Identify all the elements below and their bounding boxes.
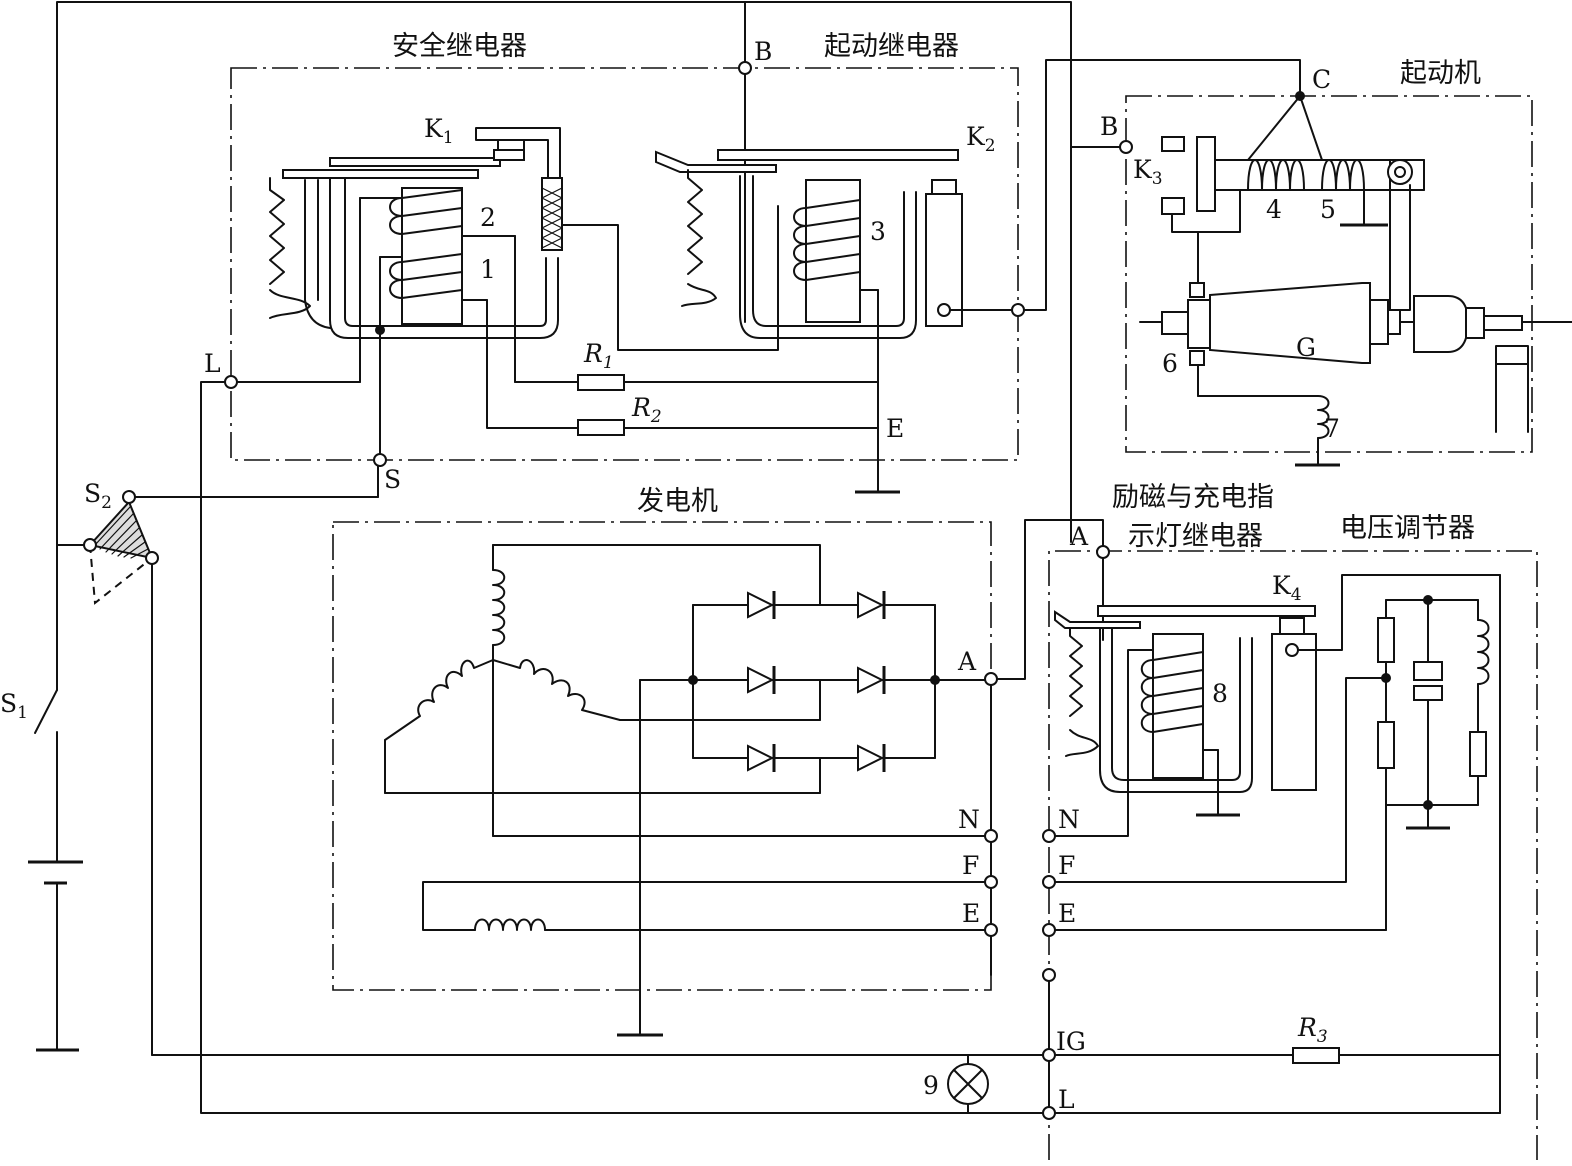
number-1: 1 bbox=[480, 255, 496, 284]
label-e-relay: E bbox=[886, 414, 904, 443]
label-k1: K1 bbox=[424, 114, 454, 148]
labels: B K1 K2 B C K3 L S E R1 R2 S2 S1 G A A K… bbox=[0, 37, 1331, 1114]
number-5: 5 bbox=[1320, 195, 1336, 224]
start-relay-title: 起动继电器 bbox=[824, 31, 959, 62]
voltage-regulator bbox=[1048, 599, 1490, 1064]
charge-relay-regulator-box bbox=[1048, 550, 1538, 1160]
label-r1: R1 bbox=[583, 339, 614, 373]
generator-title: 发电机 bbox=[637, 486, 718, 517]
stator-winding-b bbox=[384, 659, 494, 741]
field-winding bbox=[474, 918, 546, 931]
safety-relay bbox=[230, 127, 779, 456]
number-4: 4 bbox=[1266, 195, 1282, 224]
coil-5 bbox=[1321, 159, 1365, 191]
label-g: G bbox=[1296, 333, 1316, 362]
charge-indicator-lamp bbox=[947, 1054, 989, 1114]
regulator-title: 电压调节器 bbox=[1340, 513, 1475, 544]
label-s: S bbox=[384, 465, 401, 494]
label-k3: K3 bbox=[1133, 155, 1163, 189]
label-a-gen: A bbox=[957, 647, 977, 676]
safety-start-relay-box bbox=[230, 67, 1019, 461]
number-8: 8 bbox=[1212, 679, 1228, 708]
label-b-top: B bbox=[754, 37, 772, 66]
stator-winding-c bbox=[492, 659, 621, 721]
rectifier-bridge bbox=[617, 591, 992, 1037]
label-b-starter: B bbox=[1100, 112, 1118, 141]
label-r2: R2 bbox=[631, 393, 662, 427]
starter-motor bbox=[1139, 95, 1572, 467]
number-9: 9 bbox=[923, 1071, 939, 1100]
label-n-relay: N bbox=[1058, 805, 1080, 834]
wires bbox=[28, 1, 1501, 1114]
starter-title: 起动机 bbox=[1400, 58, 1481, 89]
label-r3: R3 bbox=[1297, 1013, 1328, 1047]
coil-1 bbox=[389, 253, 463, 299]
label-k2: K2 bbox=[966, 122, 996, 156]
number-3: 3 bbox=[870, 217, 886, 246]
safety-relay-spring bbox=[269, 177, 285, 285]
generator-box bbox=[332, 521, 992, 991]
charge-relay-title-line2: 示灯继电器 bbox=[1128, 521, 1263, 552]
generator bbox=[384, 544, 992, 1037]
label-ig: IG bbox=[1056, 1027, 1086, 1056]
start-relay bbox=[577, 149, 1013, 494]
coil-3 bbox=[793, 199, 861, 281]
label-s2: S2 bbox=[84, 479, 112, 513]
zener-diode bbox=[1413, 661, 1443, 681]
label-a-relay: A bbox=[1069, 522, 1089, 551]
label-s1: S1 bbox=[0, 689, 28, 723]
enclosures bbox=[230, 67, 1538, 1160]
safety-relay-title: 安全继电器 bbox=[392, 31, 527, 62]
regulator-coil bbox=[1477, 619, 1490, 685]
titles: 安全继电器 起动继电器 起动机 发电机 励磁与充电指 示灯继电器 电压调节器 bbox=[392, 31, 1481, 552]
resistor-r2 bbox=[577, 419, 625, 436]
coil-4 bbox=[1247, 159, 1305, 191]
label-n-gen: N bbox=[958, 805, 980, 834]
coil-7 bbox=[1317, 395, 1330, 439]
label-l-left: L bbox=[204, 349, 221, 378]
stator-winding-a bbox=[492, 569, 506, 646]
label-c: C bbox=[1312, 65, 1331, 94]
coil-2 bbox=[389, 189, 463, 235]
charge-relay-title-line1: 励磁与充电指 bbox=[1112, 482, 1274, 513]
number-6: 6 bbox=[1162, 349, 1178, 378]
coil-8 bbox=[1140, 651, 1204, 733]
resistor-r1 bbox=[577, 374, 625, 391]
component-numbers: 1 2 3 4 5 6 7 8 9 bbox=[480, 195, 1340, 1100]
resistor-r3 bbox=[1292, 1047, 1340, 1064]
label-e-relay-term: E bbox=[1058, 899, 1076, 928]
number-2: 2 bbox=[480, 203, 496, 232]
charge-indicator-relay bbox=[1048, 551, 1501, 837]
label-f-relay: F bbox=[1058, 851, 1075, 880]
nodes bbox=[224, 61, 1433, 1120]
label-k4: K4 bbox=[1272, 571, 1302, 605]
label-l-bottom: L bbox=[1058, 1085, 1075, 1114]
number-7: 7 bbox=[1324, 414, 1340, 443]
ignition-switch-s2 bbox=[83, 490, 159, 605]
label-f-gen: F bbox=[962, 851, 979, 880]
starter-box bbox=[1125, 95, 1533, 453]
label-e-gen: E bbox=[962, 899, 980, 928]
